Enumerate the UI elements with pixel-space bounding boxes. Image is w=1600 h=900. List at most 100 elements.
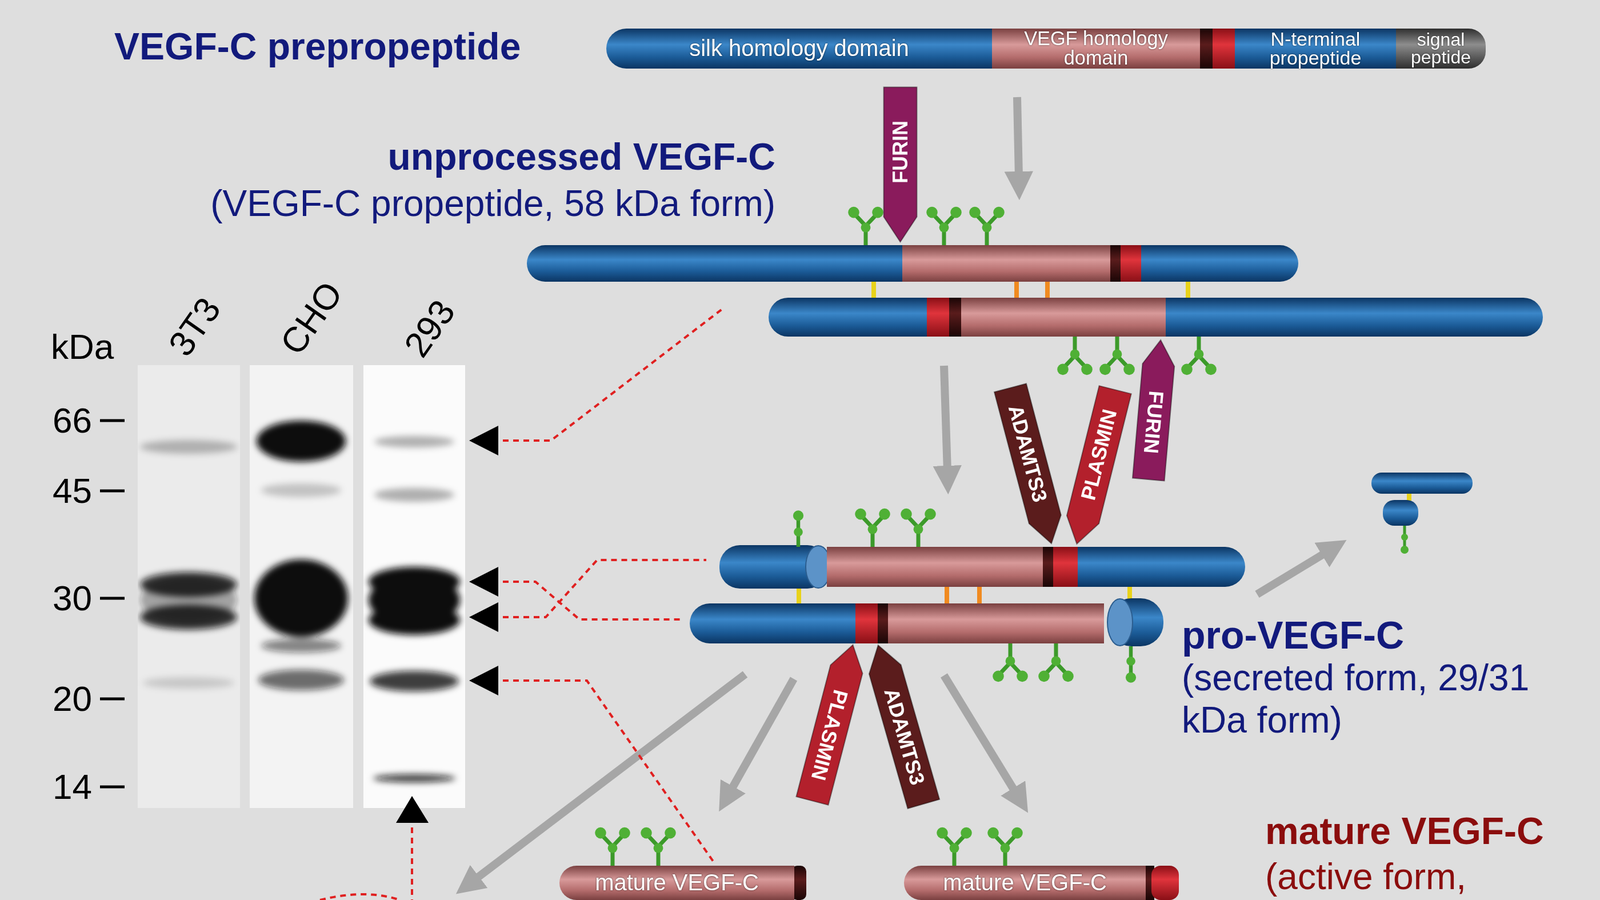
mature-bar-end [1151,865,1179,900]
glycan [1125,646,1136,683]
form-heading: unprocessed VEGF-C [388,135,776,179]
disulfide-bridge [1127,586,1132,600]
band-pointer [469,425,499,456]
leader-line [502,581,684,620]
lane-label: CHO [272,274,351,363]
gray-process-arrow [944,365,948,472]
enzyme-pointer: PLASMIN [796,640,869,806]
gel-blot [363,365,466,808]
pro-dimer [1107,598,1133,646]
gel-blot [249,365,354,808]
pro-dimer [1051,546,1246,587]
band-pointer [469,566,499,597]
enzyme-label: FURIN [1134,389,1172,455]
gray-process-arrow [730,678,794,792]
marker-size: 30 [52,577,92,619]
pro-dimer [888,603,1104,644]
pro-dimer [877,603,888,644]
unprocessed-dimer [526,206,1543,375]
text-stack: VEGF homology domain [995,29,1197,68]
enzyme-label: FURIN [883,120,917,184]
propeptide-fragment [1400,525,1409,554]
disulfide-bridge [871,281,876,298]
band-label: signal peptide [1399,30,1483,67]
gel-blot [258,669,344,691]
disulfide-bridge [796,586,1132,604]
gray-process-arrow [474,674,746,880]
gray-process-arrow [1257,552,1327,595]
gel-blot [261,483,342,498]
disulfide-bridge [1185,281,1191,298]
pro-dimer [1042,546,1054,587]
propeptide-fragment [1371,472,1473,554]
enzyme-shape [796,640,869,806]
axis-unit: kDa [50,326,114,367]
unprocessed-dimer [1110,245,1121,282]
glycan [900,508,936,547]
leader-line [320,894,400,900]
figure-heading: VEGF-C prepropeptide [114,25,521,69]
enzyme-pointer: FURIN [883,87,917,243]
glycan [848,206,884,246]
enzyme-pointer: FURIN [1132,338,1176,482]
text-stack: signal peptide [1399,30,1483,67]
glycan [594,827,631,866]
band-pointer [396,425,499,823]
band-label: mature VEGF-C [942,871,1107,894]
glycan [854,508,891,547]
glycan [1038,643,1074,682]
enzyme-label: ADAMTS3 [998,401,1057,506]
text-stack: mature VEGF-C [594,871,759,894]
gel-blot [261,638,342,653]
marker-tick [100,697,125,701]
text-stack: N-terminal propeptide [1238,29,1393,68]
band-pointer [396,796,429,823]
enzyme-pointer: PLASMIN [1060,385,1132,548]
prepropeptide-junction [1198,28,1214,69]
leader-line [320,308,723,900]
marker-size: 66 [52,400,92,441]
gray-process-arrow [1017,97,1019,178]
domain-band: VEGF homology domain [992,28,1200,69]
propeptide-fragment [1371,472,1473,494]
leader-line [502,308,723,441]
marker-size: 45 [52,470,92,511]
gel-blot [373,774,456,783]
gel-blot [137,365,240,808]
enzyme-pointer: ADAMTS3 [994,383,1068,548]
gel-blot [137,365,466,808]
leader-line [502,680,715,863]
disulfide-bridge [1045,281,1050,298]
prepropeptide-junction [1198,28,1236,69]
pro-dimer [689,603,879,644]
gel-blot [142,677,235,689]
gel-blot [374,436,455,448]
glycan [936,827,972,866]
glycan [926,206,962,246]
marker-tick [100,419,125,423]
glycan [987,827,1023,866]
marker-size: 14 [52,766,92,807]
glycan [793,510,804,547]
band-label: N-terminal propeptide [1238,29,1393,68]
pro-dimer [855,603,878,644]
pro-dimer [689,508,1246,683]
marker-size: 20 [52,678,92,719]
pro-dimer [1053,546,1078,587]
glycan [640,827,676,866]
form-note: (VEGF-C propeptide, 58 kDa form) [210,182,776,226]
form-heading: mature VEGF-C [1265,809,1544,854]
disulfide-bridge [796,586,802,604]
enzyme-pointer: ADAMTS3 [861,640,939,809]
gel-blot [254,559,348,638]
disulfide-bridge [871,281,1191,298]
band-label: VEGF homology domain [995,29,1197,68]
domain-band: N-terminal propeptide [1234,28,1396,69]
glycan [1099,336,1135,375]
unprocessed-dimer [526,245,1299,282]
glycan [969,206,1005,246]
mature-bar: mature VEGF-C [559,865,795,900]
enzyme-label: PLASMIN [1072,405,1127,504]
glycan [1181,336,1217,375]
